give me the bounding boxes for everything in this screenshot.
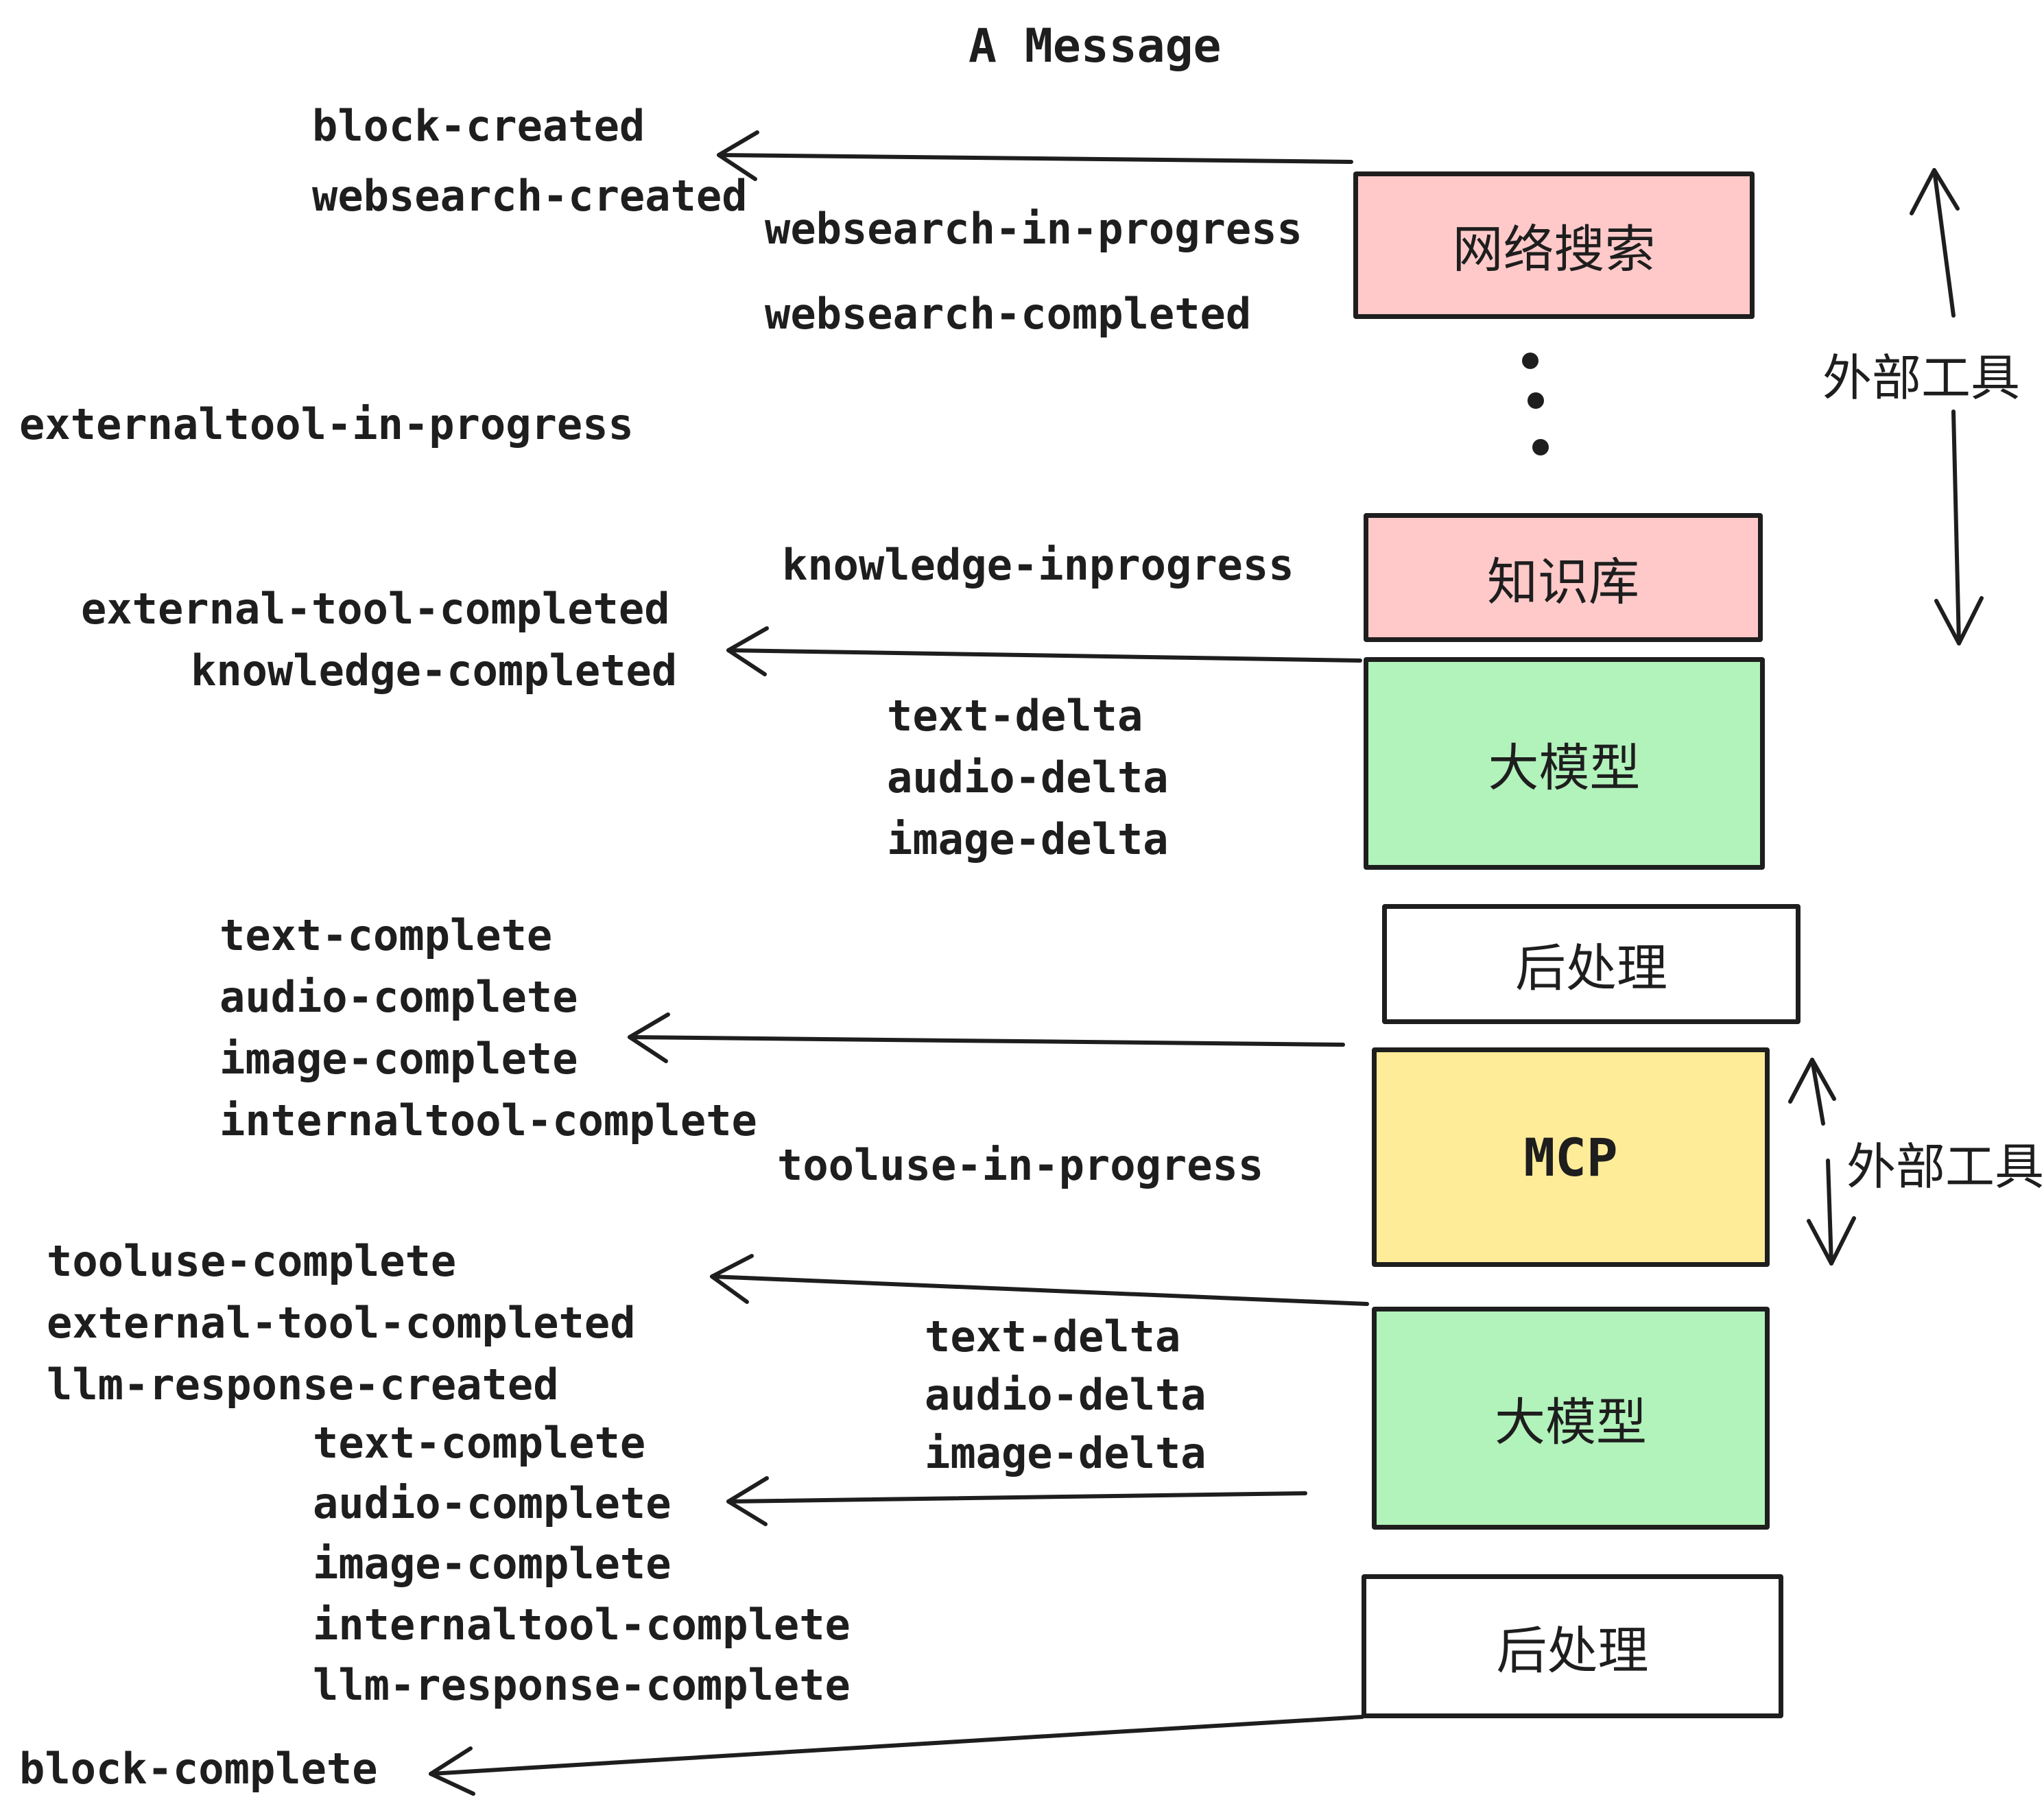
arrow-to-audio-complete <box>726 1476 1307 1526</box>
event-websearch-completed: websearch-completed <box>765 289 1252 339</box>
event-knowledge-inprogress: knowledge-inprogress <box>782 540 1294 590</box>
box-knowledge-label: 知识库 <box>1487 553 1639 610</box>
event-internaltool-complete-2: internaltool-complete <box>313 1600 851 1650</box>
external-tools-top-up-arrow <box>1910 168 1960 318</box>
arrow-to-block-complete <box>429 1715 1364 1796</box>
box-llm-1: 大模型 <box>1364 657 1765 870</box>
box-llm-2: 大模型 <box>1372 1307 1770 1530</box>
box-llm-2-label: 大模型 <box>1495 1394 1647 1451</box>
event-externaltool-in-progress: externaltool-in-progress <box>19 399 634 449</box>
arrow-to-external-tool-completed <box>710 1254 1369 1306</box>
event-audio-delta-2: audio-delta <box>925 1370 1207 1420</box>
external-tools-mid-down-arrow <box>1807 1159 1856 1266</box>
box-postprocess-1: 后处理 <box>1382 904 1801 1024</box>
ellipsis-dots <box>1522 353 1549 455</box>
event-audio-complete-2: audio-complete <box>313 1478 672 1528</box>
event-text-delta: text-delta <box>887 691 1143 741</box>
box-postprocess-2-label: 后处理 <box>1496 1622 1649 1679</box>
box-websearch: 网络搜索 <box>1353 171 1755 319</box>
event-image-delta: image-delta <box>887 814 1169 864</box>
external-tools-top-label: 外部工具 <box>1822 351 2021 406</box>
event-image-complete: image-complete <box>219 1034 578 1084</box>
event-text-complete-2: text-complete <box>313 1418 646 1468</box>
arrow-to-image-complete <box>628 1012 1345 1063</box>
event-image-delta-2: image-delta <box>925 1428 1207 1478</box>
box-postprocess-1-label: 后处理 <box>1515 940 1667 997</box>
external-tools-mid-up-arrow <box>1788 1058 1836 1126</box>
event-knowledge-completed: knowledge-completed <box>191 645 678 696</box>
diagram-title: A Message <box>968 19 1222 73</box>
event-text-delta-2: text-delta <box>925 1312 1181 1362</box>
event-tooluse-in-progress: tooluse-in-progress <box>777 1140 1264 1190</box>
box-mcp-label: MCP <box>1523 1126 1618 1188</box>
box-llm-1-label: 大模型 <box>1488 739 1641 796</box>
event-block-complete: block-complete <box>19 1744 378 1794</box>
external-tools-mid-label: 外部工具 <box>1846 1140 2044 1195</box>
event-external-tool-completed: external-tool-completed <box>81 584 670 634</box>
box-websearch-label: 网络搜索 <box>1452 221 1656 278</box>
box-postprocess-2: 后处理 <box>1362 1574 1783 1718</box>
arrow-to-block-created <box>717 130 1353 181</box>
event-block-created: block-created <box>312 101 645 151</box>
event-audio-delta: audio-delta <box>887 752 1169 803</box>
event-external-tool-completed-2: external-tool-completed <box>47 1298 636 1348</box>
event-llm-response-complete: llm-response-complete <box>313 1660 851 1710</box>
event-llm-response-created: llm-response-created <box>47 1360 559 1410</box>
event-websearch-created: websearch-created <box>312 171 748 221</box>
arrow-to-knowledge-completed <box>726 626 1362 676</box>
event-text-complete: text-complete <box>219 910 553 960</box>
event-image-complete-2: image-complete <box>313 1539 672 1589</box>
event-websearch-in-progress: websearch-in-progress <box>765 204 1303 254</box>
box-knowledge: 知识库 <box>1364 513 1763 642</box>
event-internaltool-complete: internaltool-complete <box>219 1095 757 1146</box>
event-audio-complete: audio-complete <box>219 972 578 1022</box>
event-tooluse-complete: tooluse-complete <box>47 1236 457 1286</box>
external-tools-top-down-arrow <box>1934 410 1984 645</box>
box-mcp: MCP <box>1372 1047 1770 1267</box>
